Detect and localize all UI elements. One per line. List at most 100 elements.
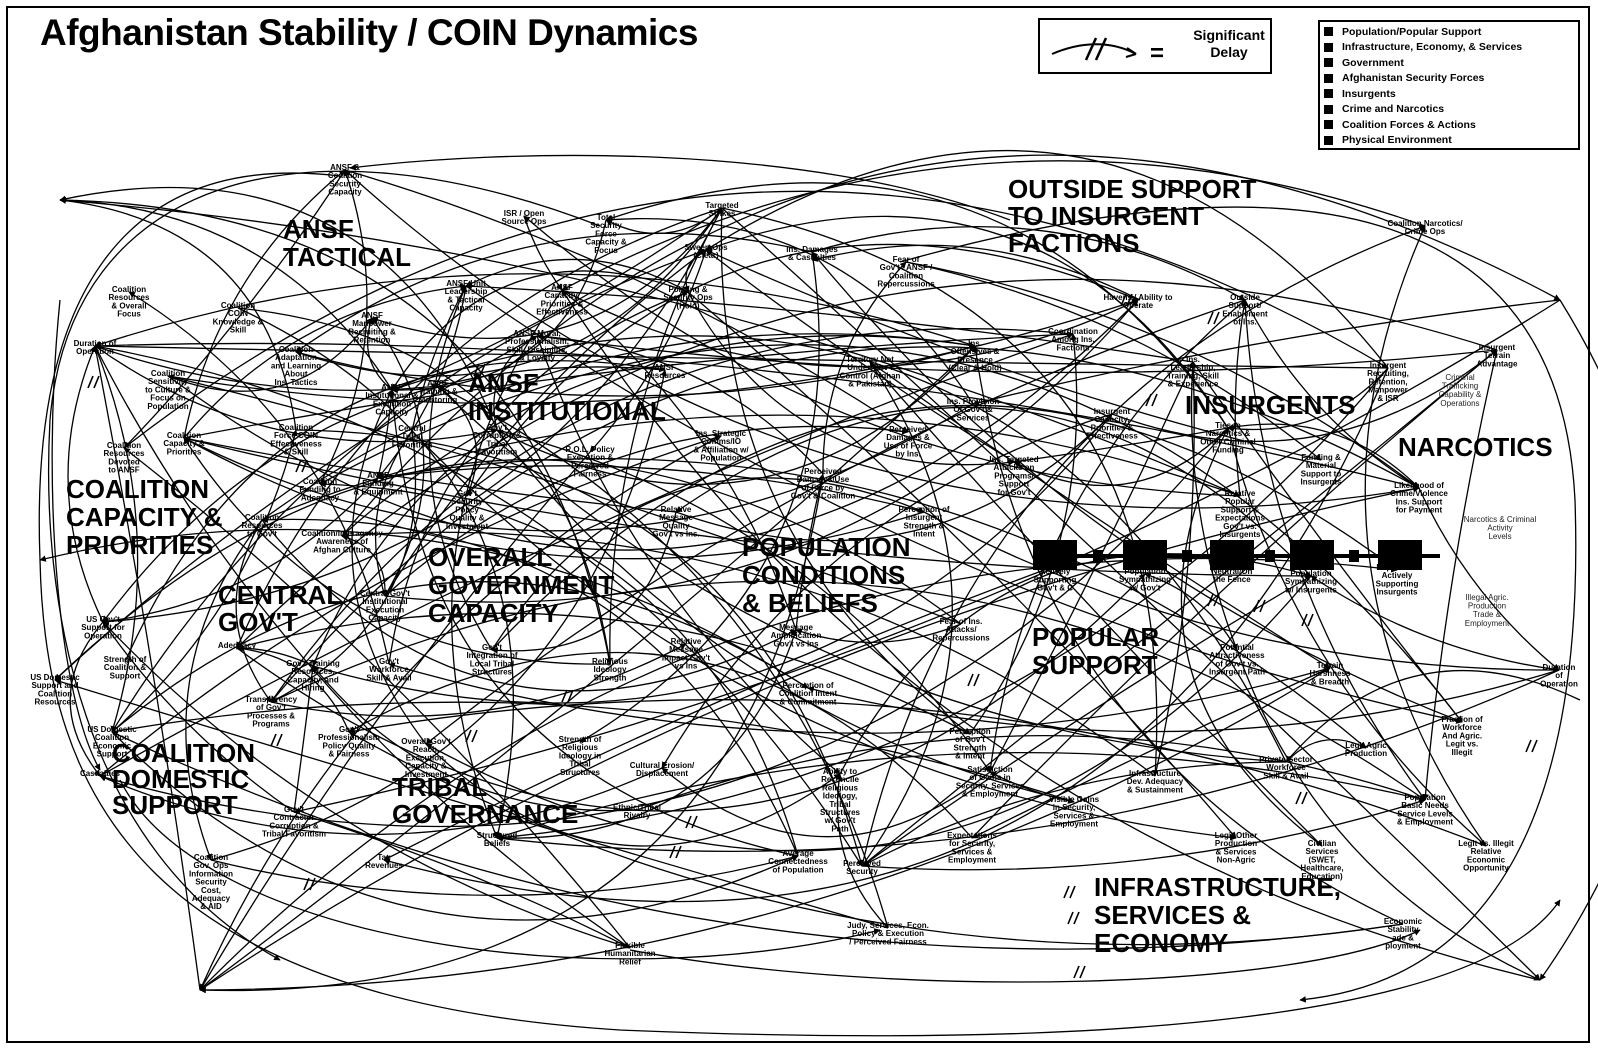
diagram-node: ANSF Moral,Professionalism,Skill, Discip… [505,329,569,363]
delay-label: Significant Delay [1193,27,1265,60]
delay-legend: = Significant Delay [1038,18,1272,74]
causal-link [295,344,976,397]
causal-link [237,307,613,665]
causal-link [391,335,1287,763]
causal-link [183,435,677,513]
causal-link [491,477,925,651]
causal-link [1180,427,1323,847]
population-stock [1123,540,1167,570]
causal-link [349,154,1011,221]
legend-swatch [1324,135,1333,145]
causal-link [38,172,1561,1037]
causal-link [428,285,493,651]
flow-valve [1265,550,1275,562]
legend-label: Physical Environment [1342,134,1452,147]
legend-item: Crime and Narcotics [1324,102,1574,118]
delay-mark [1063,885,1070,899]
causal-link [389,389,799,857]
causal-link [111,731,1404,950]
delay-mark [295,459,302,473]
legend-label: Crime and Narcotics [1342,103,1445,116]
delay-mark [1073,965,1080,979]
delay-mark [1307,613,1314,627]
causal-link [293,811,631,949]
causal-link [1111,349,1498,442]
delay-mark [1301,613,1308,627]
delay-mark [1207,593,1214,607]
diagram-frame [6,6,1590,1043]
causal-link [111,581,809,733]
legend-item: Population/Popular Support [1324,24,1574,40]
causal-link [341,335,976,537]
causal-link [293,665,316,813]
causal-link [811,244,1141,301]
causal-link [123,169,346,449]
causal-link [987,299,1246,773]
causal-link [312,429,498,667]
causal-link [67,345,104,623]
causal-link [341,534,386,597]
diagram-node: Judy, Services, Econ.Policy & Execution/… [847,921,929,946]
causal-link [270,328,1074,703]
causal-link [102,477,379,623]
delay-mark [1073,911,1080,925]
causal-link [94,345,498,443]
causal-link [388,291,689,665]
legend-item: Afghanistan Security Forces [1324,71,1574,87]
legend-label: Insurgents [1342,87,1396,100]
causal-link [39,528,809,689]
causal-link [377,457,1367,749]
causal-link [861,361,953,867]
causal-link [1013,427,1229,465]
delay-mark [465,729,472,743]
causal-link [293,299,1561,814]
causal-link [270,346,1420,703]
causal-link [261,414,1241,521]
causal-link [675,413,1113,542]
flow-valve [1182,550,1192,562]
causal-link [425,743,841,847]
causal-link [270,580,1426,801]
legend-label: Coalition Forces & Actions [1342,118,1476,131]
causal-link [236,645,350,733]
legend-swatch [1324,42,1333,52]
causal-link [496,429,991,773]
diagram-node: Ins. Damages& Casualties [786,245,838,262]
legend-swatch [1324,104,1333,114]
causal-link [54,459,962,681]
causal-link [687,291,1237,839]
legend-swatch [1324,27,1333,37]
causal-link [94,345,863,867]
causal-link [861,349,1498,867]
causal-link [861,224,1426,867]
delay-mark [87,375,94,389]
causal-link [705,249,1015,463]
causal-link [491,404,1398,651]
delay-mark [1525,739,1532,753]
